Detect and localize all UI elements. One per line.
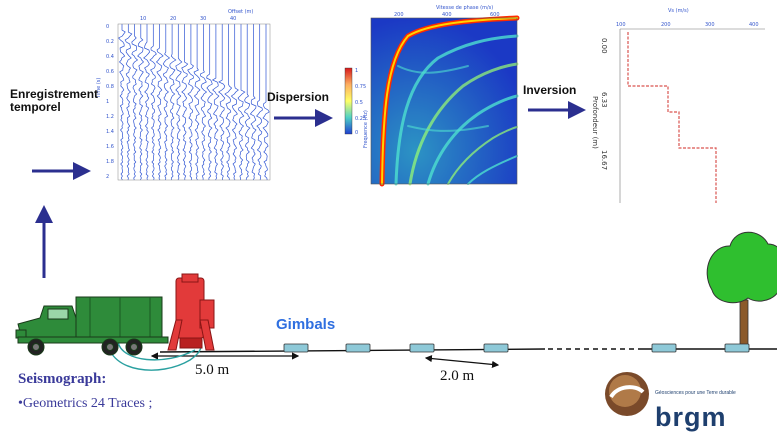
inversion-label: Inversion — [523, 83, 577, 97]
seismogram-left-tick: 0 — [106, 24, 110, 30]
colorbar-tick: 0.75 — [355, 84, 367, 90]
truck-icon — [15, 296, 169, 356]
colorbar-tick: 1 — [355, 68, 359, 74]
recording-label-line1: Enregistrement — [10, 87, 99, 101]
dispersion-label: Dispersion — [267, 90, 330, 104]
seismogram-panel: Offset (m) 10 20 30 40 0 0.2 0.4 0.6 0.8 1 1.2… — [96, 9, 271, 182]
seismic-trace — [249, 24, 257, 181]
seismogram-top-axis-title: Offset (m) — [228, 9, 254, 15]
seismic-trace — [149, 24, 157, 181]
distance-arrow-2m — [424, 354, 500, 369]
dispersion-image — [344, 15, 520, 187]
distance-label-5m: 5.0 m — [195, 362, 230, 378]
seismic-trace — [118, 24, 126, 181]
seismic-trace — [237, 24, 246, 181]
brgm-logo-text: brgm — [655, 402, 727, 432]
seismogram-top-tick: 10 — [140, 16, 147, 22]
seismic-source-icon — [167, 273, 215, 351]
seismic-trace — [230, 24, 239, 181]
dispersion-top-tick: 400 — [442, 12, 452, 18]
seismogram-left-tick: 1.2 — [106, 114, 114, 120]
seismic-trace — [137, 24, 145, 181]
seismic-trace — [143, 24, 150, 181]
seismic-trace — [187, 24, 194, 181]
recording-label: Enregistrement temporel — [10, 88, 98, 114]
seismic-trace — [124, 24, 133, 181]
seismic-trace — [256, 24, 263, 181]
seismogram-left-tick: 1.4 — [106, 129, 114, 135]
seismic-trace — [243, 24, 251, 181]
seismogram-traces — [117, 23, 271, 181]
brgm-logo-mark — [605, 372, 649, 416]
seismic-trace — [131, 24, 139, 181]
velocity-profile-panel: Vs (m/s) 100 200 300 400 0.00 6.33 16.67… — [590, 8, 770, 203]
seismic-trace — [181, 24, 189, 180]
velocity-top-tick: 400 — [749, 22, 759, 28]
colorbar-tick: 0 — [355, 130, 359, 136]
seismogram-left-tick: 2 — [106, 174, 110, 180]
seismograph-detail: •Geometrics 24 Traces ; — [18, 396, 153, 411]
seismic-trace — [169, 24, 177, 181]
seismogram-left-tick: 1.6 — [106, 144, 114, 150]
tree — [706, 231, 777, 351]
velocity-top-tick: 200 — [661, 22, 671, 28]
velocity-profile-plot — [619, 28, 765, 203]
seismogram-top-tick: 30 — [200, 16, 207, 22]
colorbar-tick: 0.25 — [355, 116, 367, 122]
seismic-trace — [224, 24, 233, 181]
seismogram-left-tick: 0.8 — [106, 84, 114, 90]
distance-label-2m: 2.0 m — [440, 368, 475, 384]
dispersion-top-axis-title: Vitesse de phase (m/s) — [436, 5, 494, 11]
seismogram-top-tick: 40 — [230, 16, 237, 22]
seismogram-frame — [117, 23, 271, 181]
seismogram-left-tick: 1.8 — [106, 159, 114, 165]
seismic-trace — [206, 24, 214, 180]
seismic-trace — [200, 24, 208, 180]
seismic-trace — [193, 24, 201, 181]
brgm-tagline: Géosciences pour une Terre durable — [655, 390, 736, 396]
seismic-trace — [218, 24, 226, 181]
seismogram-left-tick: 0.6 — [106, 69, 114, 75]
seismograph-title: Seismograph: — [18, 371, 107, 387]
recording-label-line2: temporel — [10, 100, 61, 114]
seismic-trace — [155, 24, 164, 181]
velocity-top-axis-title: Vs (m/s) — [668, 8, 689, 14]
seismogram-left-tick: 0.2 — [106, 39, 114, 45]
colorbar-tick: 0.5 — [355, 100, 363, 106]
seismic-trace — [162, 24, 171, 181]
dispersion-panel: Vitesse de phase (m/s) 200 400 600 1 0.7… — [338, 5, 524, 188]
seismic-trace — [211, 24, 220, 181]
velocity-top-tick: 100 — [616, 22, 626, 28]
gimbals-label: Gimbals — [276, 316, 336, 333]
velocity-top-tick: 300 — [705, 22, 715, 28]
seismogram-left-tick: 1 — [106, 99, 110, 105]
geophones — [283, 343, 750, 353]
seismic-trace — [175, 24, 183, 181]
seismic-trace — [262, 24, 270, 181]
dispersion-top-tick: 600 — [490, 12, 500, 18]
seismogram-left-tick: 0.4 — [106, 54, 114, 60]
dispersion-top-tick: 200 — [394, 12, 404, 18]
seismogram-top-tick: 20 — [170, 16, 177, 22]
